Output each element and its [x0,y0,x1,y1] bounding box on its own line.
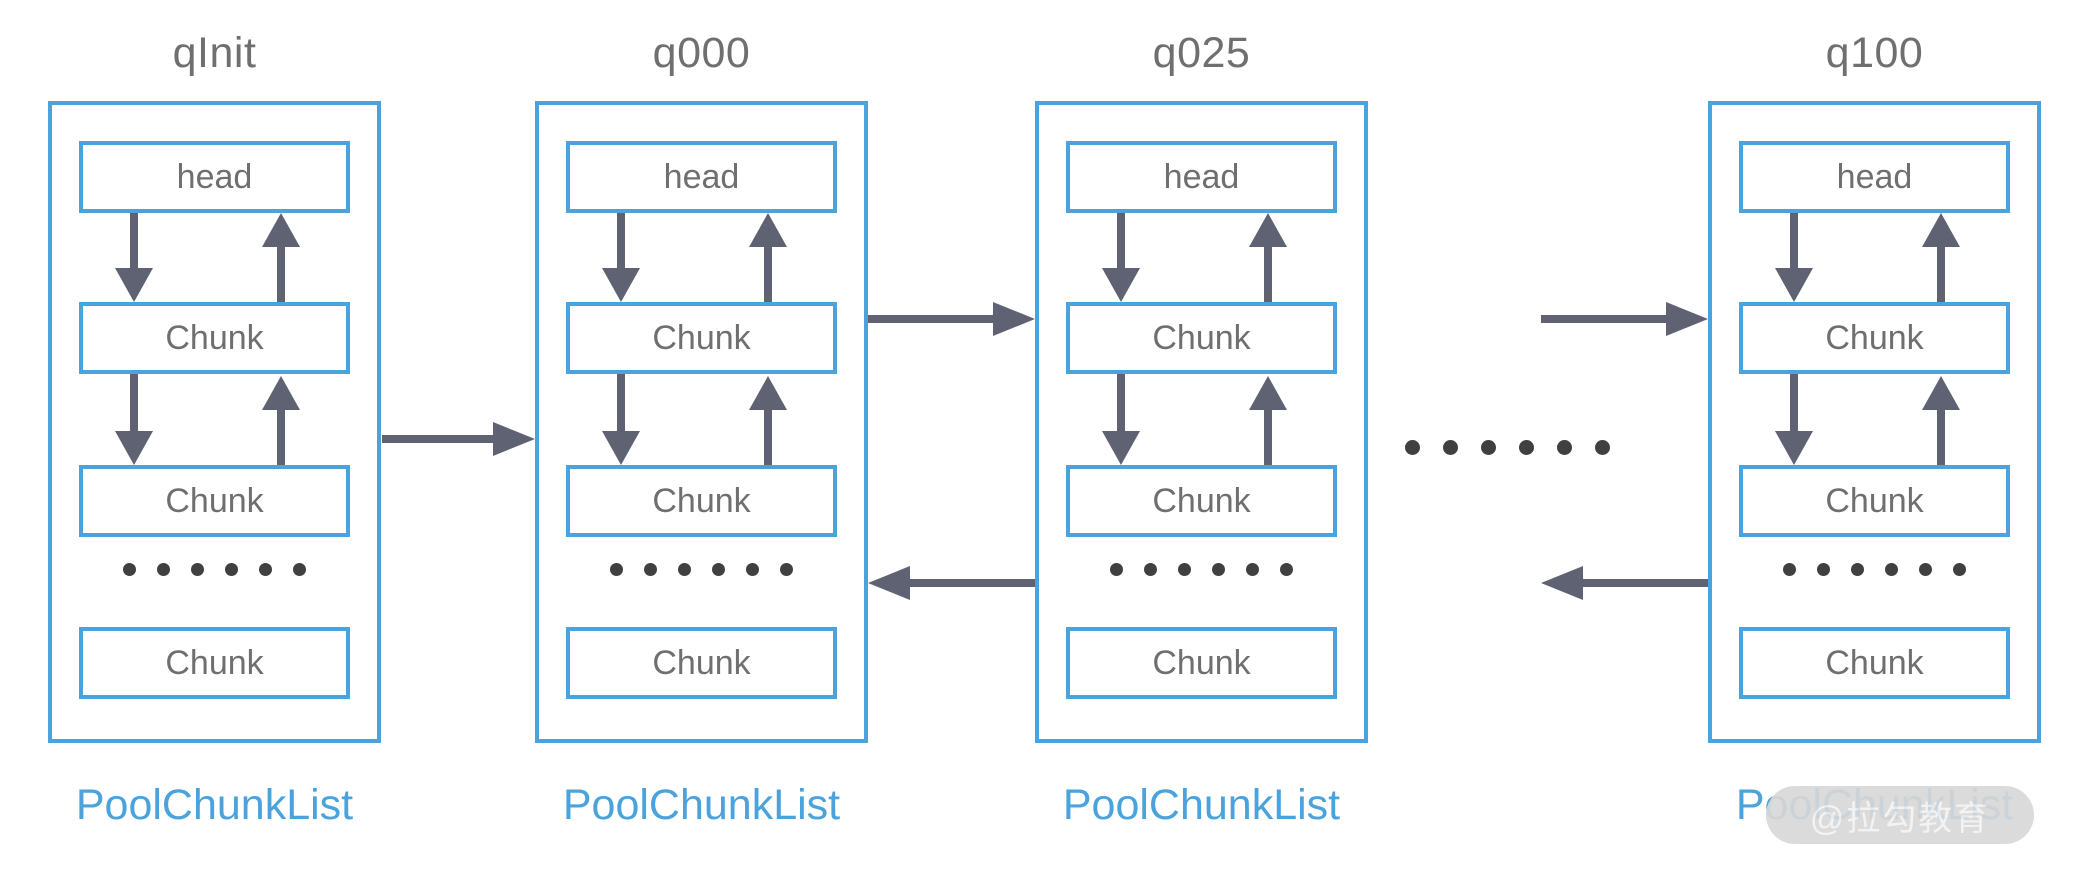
node-chunk-1-q000[interactable]: Chunk [566,302,837,374]
ellipsis-dot [1885,563,1898,576]
node-chunk-3-q100[interactable]: Chunk [1739,627,2010,699]
ellipsis-dot [259,563,272,576]
node-chunk-2-q000[interactable]: Chunk [566,465,837,537]
arrow-qinit-to-q000 [382,422,535,456]
inner-ellipsis-q025 [1035,563,1368,576]
node-head-qinit[interactable]: head [79,141,350,213]
ellipsis-dot [1481,440,1496,455]
ellipsis-dot [1595,440,1610,455]
node-chunk-2-qinit[interactable]: Chunk [79,465,350,537]
ellipsis-dot [1443,440,1458,455]
column-footer-qinit: PoolChunkList [75,781,354,829]
ellipsis-dot [191,563,204,576]
node-chunk-3-qinit[interactable]: Chunk [79,627,350,699]
inner-ellipsis-q100 [1708,563,2041,576]
node-head-q100[interactable]: head [1739,141,2010,213]
ellipsis-dot [1178,563,1191,576]
column-title-q100: q100 [1825,29,1924,77]
ellipsis-dot [1405,440,1420,455]
ellipsis-dot [678,563,691,576]
ellipsis-dot [1919,563,1932,576]
ellipsis-dot [157,563,170,576]
ellipsis-dot [610,563,623,576]
ellipsis-dot [1851,563,1864,576]
ellipsis-dot [644,563,657,576]
column-footer-q025: PoolChunkList [1062,781,1341,829]
inner-ellipsis-qinit [48,563,381,576]
ellipsis-dot [1557,440,1572,455]
ellipsis-dot [1519,440,1534,455]
column-title-q025: q025 [1152,29,1251,77]
ellipsis-dot [1783,563,1796,576]
arrow-q100-to-gap [1541,566,1708,600]
node-chunk-1-qinit[interactable]: Chunk [79,302,350,374]
pool-chunk-list-column-q025: q025 head Chunk Chunk Chunk PoolChunkLi [1035,29,1368,829]
ellipsis-dot [1280,563,1293,576]
ellipsis-dot [712,563,725,576]
pool-chunk-list-column-qinit: qInit head Chunk Chunk Chunk PoolChunkL [48,29,381,829]
watermark: @拉勾教育 [1766,786,2034,844]
ellipsis-dot [780,563,793,576]
node-head-q000[interactable]: head [566,141,837,213]
ellipsis-dot [1246,563,1259,576]
node-chunk-2-q100[interactable]: Chunk [1739,465,2010,537]
ellipsis-dot [293,563,306,576]
arrow-q025-to-q000 [868,566,1035,600]
ellipsis-dot [1212,563,1225,576]
ellipsis-dot [225,563,238,576]
pool-chunk-list-column-q000: q000 head Chunk Chunk Chunk PoolChunkLi [535,29,868,829]
arrow-gap-to-q100 [1541,302,1708,336]
node-chunk-3-q025[interactable]: Chunk [1066,627,1337,699]
node-chunk-2-q025[interactable]: Chunk [1066,465,1337,537]
inner-ellipsis-q000 [535,563,868,576]
ellipsis-dot [123,563,136,576]
pool-chunk-list-column-q100: q100 head Chunk Chunk Chunk PoolChunkLi [1708,29,2041,829]
node-head-q025[interactable]: head [1066,141,1337,213]
ellipsis-dot [1817,563,1830,576]
node-chunk-1-q025[interactable]: Chunk [1066,302,1337,374]
ellipsis-dot [1110,563,1123,576]
ellipsis-dot [1953,563,1966,576]
gap-ellipsis-between-q025-and-q100 [1405,440,1610,455]
ellipsis-dot [1144,563,1157,576]
node-chunk-3-q000[interactable]: Chunk [566,627,837,699]
arrow-q000-to-q025 [868,302,1035,336]
column-title-q000: q000 [652,29,751,77]
node-chunk-1-q100[interactable]: Chunk [1739,302,2010,374]
column-title-qinit: qInit [172,29,257,77]
column-footer-q000: PoolChunkList [562,781,841,829]
ellipsis-dot [746,563,759,576]
